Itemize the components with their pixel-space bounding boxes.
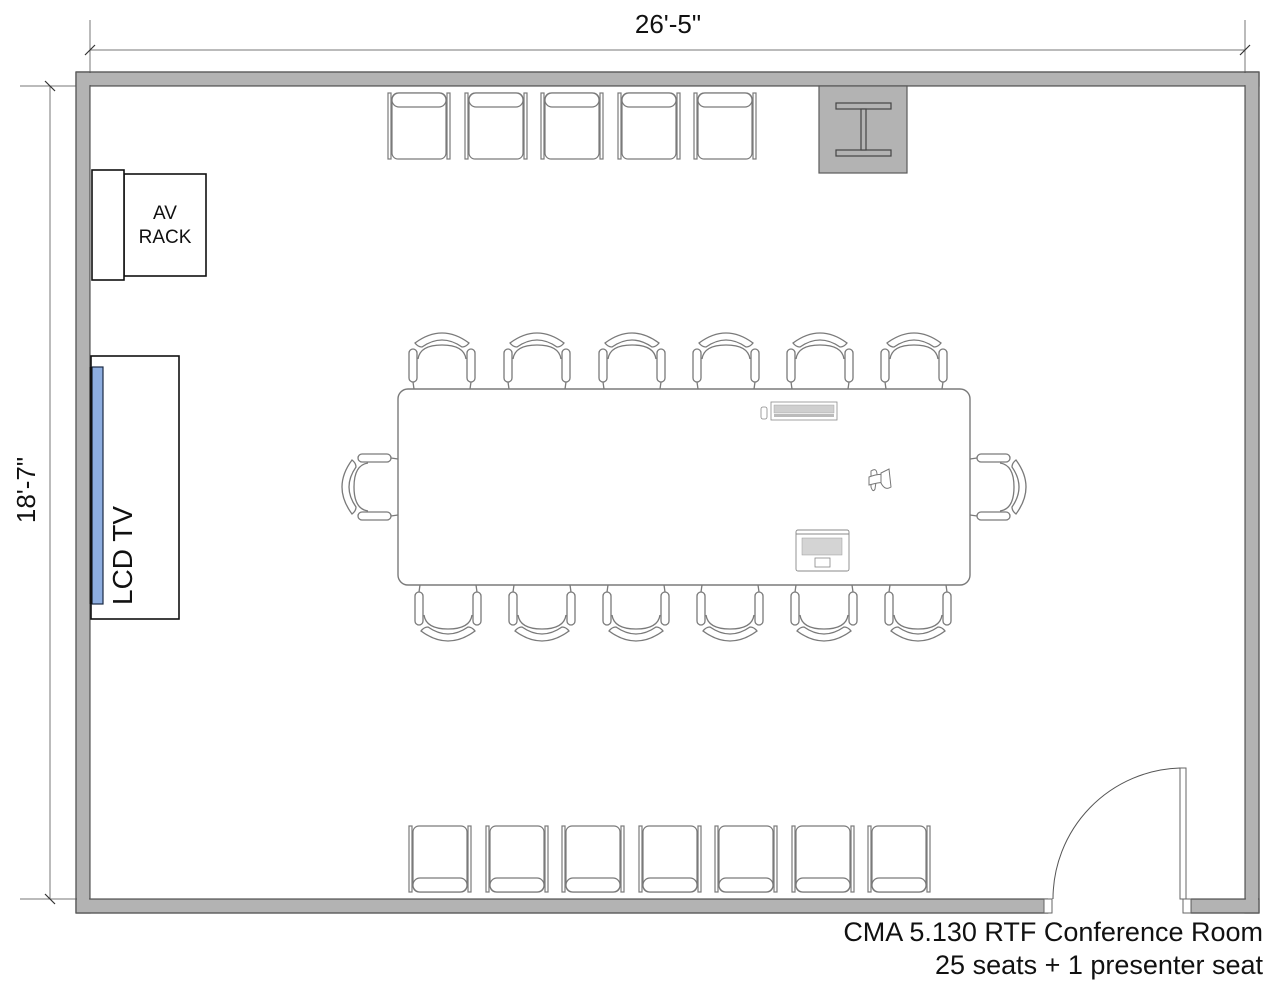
- room-caption: CMA 5.130 RTF Conference Room 25 seats +…: [843, 916, 1263, 982]
- wall-chair[interactable]: [485, 825, 549, 893]
- wall-chair[interactable]: [791, 825, 855, 893]
- wall-chair[interactable]: [561, 825, 625, 893]
- room-capacity: 25 seats + 1 presenter seat: [935, 950, 1263, 980]
- wall-chair[interactable]: [638, 825, 702, 893]
- wall-chair[interactable]: [693, 92, 757, 160]
- entry-door[interactable]: [1043, 767, 1192, 914]
- conference-phone-icon: [868, 468, 892, 492]
- dimension-height: 18'-7": [11, 80, 76, 905]
- wall-chair[interactable]: [464, 92, 528, 160]
- lcd-tv[interactable]: LCD TV: [89, 355, 180, 620]
- laptop-icon: [795, 529, 850, 572]
- wall-chair[interactable]: [408, 825, 472, 893]
- wall-chair[interactable]: [387, 92, 451, 160]
- i-beam-icon: [835, 102, 892, 157]
- width-dimension-label: 26'-5": [635, 9, 701, 39]
- wall-chair[interactable]: [714, 825, 778, 893]
- dimension-width: 26'-5": [84, 9, 1251, 72]
- wall-chair[interactable]: [617, 92, 681, 160]
- room-title: CMA 5.130 RTF Conference Room: [843, 917, 1263, 947]
- wall-seating-top: [387, 92, 757, 160]
- wall-chair[interactable]: [540, 92, 604, 160]
- conference-table[interactable]: [397, 388, 971, 586]
- keyboard-icon: [770, 401, 838, 421]
- wall-chair[interactable]: [867, 825, 931, 893]
- mobile-phone-icon: [760, 406, 768, 420]
- av-rack-label-line2: RACK: [139, 227, 192, 248]
- lcd-tv-label: LCD TV: [107, 506, 138, 605]
- av-rack[interactable]: AV RACK: [91, 169, 207, 281]
- height-dimension-label: 18'-7": [11, 457, 41, 523]
- structural-column: [818, 85, 908, 174]
- av-rack-label-line1: AV: [153, 203, 177, 224]
